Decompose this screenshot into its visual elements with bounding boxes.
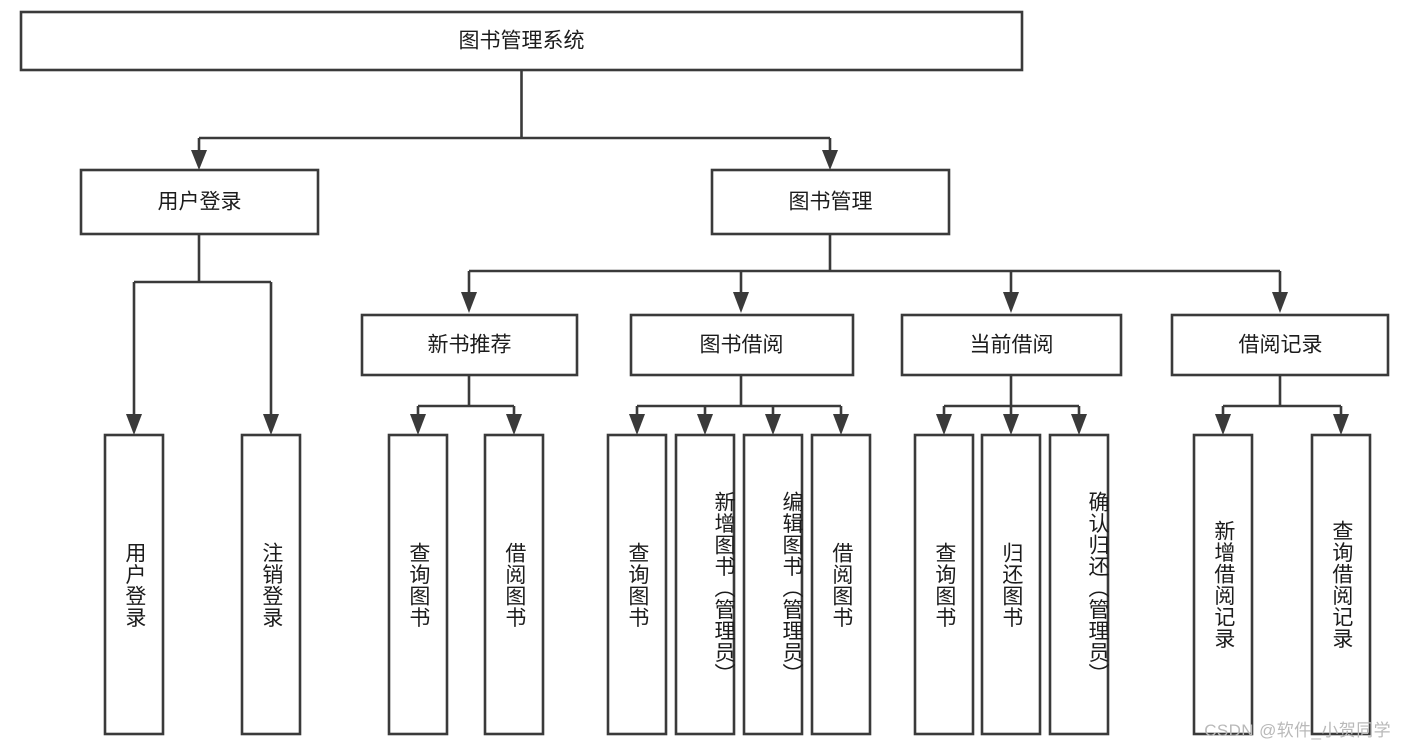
arrowhead-book-manage — [822, 150, 838, 170]
node-borrow-record[interactable]: 借阅记录 — [1170, 313, 1390, 377]
arrowhead-borrow-record — [1272, 292, 1288, 313]
leaf-box-nbr-borrow-book[interactable] — [483, 433, 545, 736]
leaf-box-cb-confirm-return[interactable] — [1048, 433, 1110, 736]
arrowhead-bb-leaf-4 — [833, 414, 849, 435]
leaf-box-bb-query-book[interactable] — [606, 433, 668, 736]
node-new-book-recommend-label: 新书推荐 — [428, 334, 512, 357]
leaf-box-cb-query-book[interactable] — [913, 433, 975, 736]
node-current-borrow-label: 当前借阅 — [970, 334, 1054, 357]
node-new-book-recommend[interactable]: 新书推荐 — [360, 313, 579, 377]
arrowhead-cb-leaf-3 — [1071, 414, 1087, 435]
arrowhead-nbr-leaf-2 — [506, 414, 522, 435]
arrowhead-br-leaf-2 — [1333, 414, 1349, 435]
leaf-box-br-query-record[interactable] — [1310, 433, 1372, 736]
arrowhead-br-leaf-1 — [1215, 414, 1231, 435]
arrowhead-leaf-logout — [263, 414, 279, 435]
node-new-book-recommend-box[interactable] — [360, 313, 579, 377]
arrowhead-book-borrow — [733, 292, 749, 313]
node-book-borrow-label: 图书借阅 — [700, 334, 784, 357]
leaf-box-bb-borrow-book[interactable] — [810, 433, 872, 736]
leaf-box-nbr-query-book[interactable] — [387, 433, 449, 736]
leaf-boxes-new-book-recommend — [387, 433, 545, 736]
connectors-book-borrow-to-leaves — [629, 375, 849, 435]
arrowhead-cb-leaf-1 — [936, 414, 952, 435]
arrowhead-new-book-recommend — [461, 292, 477, 313]
connectors-user-login-to-leaves — [126, 234, 279, 435]
connectors-borrow-record-to-leaves — [1215, 375, 1349, 435]
leaf-box-logout[interactable] — [240, 433, 302, 736]
leaf-box-bb-add-book[interactable] — [674, 433, 736, 736]
arrowhead-bb-leaf-3 — [765, 414, 781, 435]
arrowhead-bb-leaf-2 — [697, 414, 713, 435]
node-root-box[interactable] — [19, 10, 1024, 72]
node-borrow-record-box[interactable] — [1170, 313, 1390, 377]
leaf-boxes-borrow-record — [1192, 433, 1372, 736]
node-root-system[interactable]: 图书管理系统 — [19, 10, 1024, 72]
node-book-manage[interactable]: 图书管理 — [710, 168, 951, 236]
node-current-borrow-box[interactable] — [900, 313, 1123, 377]
node-book-manage-label: 图书管理 — [789, 191, 873, 214]
connectors-current-borrow-to-leaves — [936, 375, 1087, 435]
leaf-box-br-add-record[interactable] — [1192, 433, 1254, 736]
arrowhead-leaf-user-login — [126, 414, 142, 435]
node-root-label: 图书管理系统 — [459, 30, 585, 53]
csdn-watermark: CSDN @软件_小贺同学 — [1204, 721, 1391, 740]
leaf-boxes-current-borrow — [913, 433, 1110, 736]
arrowhead-cb-leaf-2 — [1003, 414, 1019, 435]
leaf-boxes-book-borrow — [606, 433, 872, 736]
node-user-login-box[interactable] — [79, 168, 320, 236]
leaf-boxes-user-login — [103, 433, 302, 736]
node-book-borrow[interactable]: 图书借阅 — [629, 313, 855, 377]
connectors-root-to-level2 — [191, 70, 838, 170]
connectors-book-manage-to-level3 — [461, 234, 1288, 313]
node-current-borrow[interactable]: 当前借阅 — [900, 313, 1123, 377]
node-user-login[interactable]: 用户登录 — [79, 168, 320, 236]
arrowhead-bb-leaf-1 — [629, 414, 645, 435]
arrowhead-user-login — [191, 150, 207, 170]
node-book-borrow-box[interactable] — [629, 313, 855, 377]
node-user-login-label: 用户登录 — [158, 191, 242, 214]
leaf-box-cb-return-book[interactable] — [980, 433, 1042, 736]
arrowhead-nbr-leaf-1 — [410, 414, 426, 435]
node-borrow-record-label: 借阅记录 — [1239, 334, 1323, 357]
leaf-box-user-login[interactable] — [103, 433, 165, 736]
connectors-new-book-recommend-to-leaves — [410, 375, 522, 435]
arrowhead-current-borrow — [1003, 292, 1019, 313]
leaf-box-bb-edit-book[interactable] — [742, 433, 804, 736]
node-book-manage-box[interactable] — [710, 168, 951, 236]
